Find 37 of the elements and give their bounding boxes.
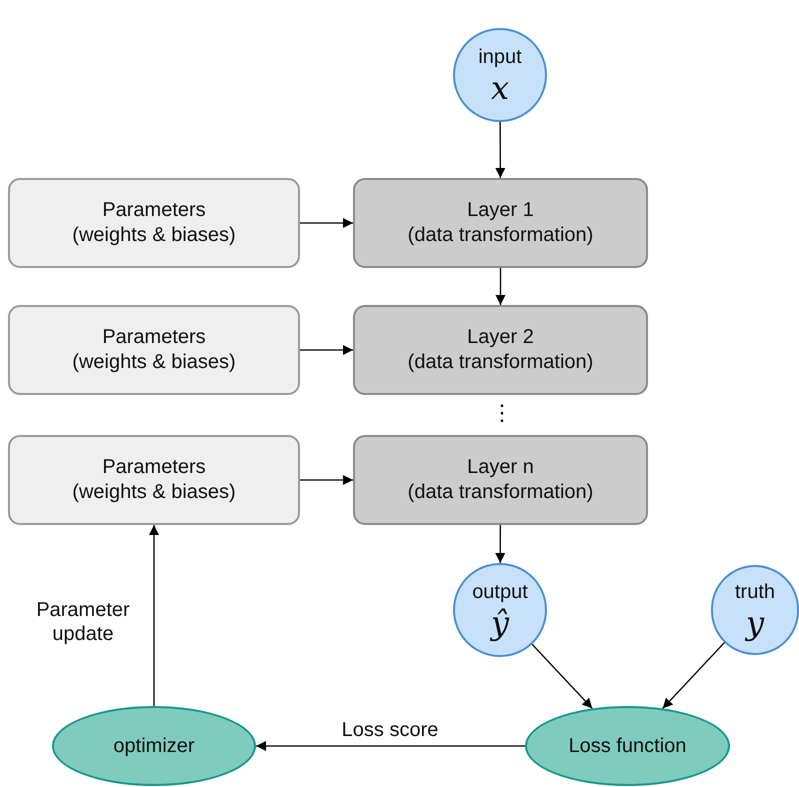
- node-text: Layer n: [467, 455, 534, 480]
- layer-box: [353, 178, 648, 268]
- arrow: [532, 644, 593, 709]
- node-text: Layer 1: [467, 198, 534, 223]
- arrow: [300, 475, 353, 485]
- arrow: [300, 218, 353, 228]
- node-text: Loss function: [568, 734, 686, 758]
- node-text: Parameters: [102, 455, 206, 480]
- arrow: [256, 741, 525, 751]
- node-text: optimizer: [113, 734, 195, 758]
- node-text: truth: [734, 580, 776, 604]
- node-text: (weights & biases): [72, 223, 236, 248]
- math-symbol: ŷ: [490, 604, 510, 640]
- node-text: input: [478, 44, 522, 70]
- arrow: [495, 525, 506, 563]
- parameter-box: [8, 178, 300, 268]
- math-symbol: y: [746, 604, 764, 640]
- node-text: (weights & biases): [72, 480, 236, 505]
- node-text: Layer 2: [467, 325, 534, 350]
- arrow: [496, 268, 506, 305]
- node-text: (data transformation): [408, 480, 594, 505]
- node-text: output: [472, 580, 528, 604]
- ellipsis-mark: ⋮: [491, 400, 511, 426]
- arrow: [300, 345, 353, 355]
- layer-box: [353, 435, 648, 525]
- parameter-box: [8, 435, 300, 525]
- node-text: (data transformation): [408, 350, 594, 375]
- node-text: (data transformation): [408, 223, 594, 248]
- arrow: [662, 642, 726, 709]
- arrow: [149, 525, 159, 706]
- parameter-box: [8, 305, 300, 395]
- node-text: (weights & biases): [72, 350, 236, 375]
- layer-box: [353, 305, 648, 395]
- math-symbol: x: [490, 70, 510, 106]
- node-text: Parameters: [102, 325, 206, 350]
- arrow: [495, 122, 506, 178]
- node-text: Parameters: [102, 198, 206, 223]
